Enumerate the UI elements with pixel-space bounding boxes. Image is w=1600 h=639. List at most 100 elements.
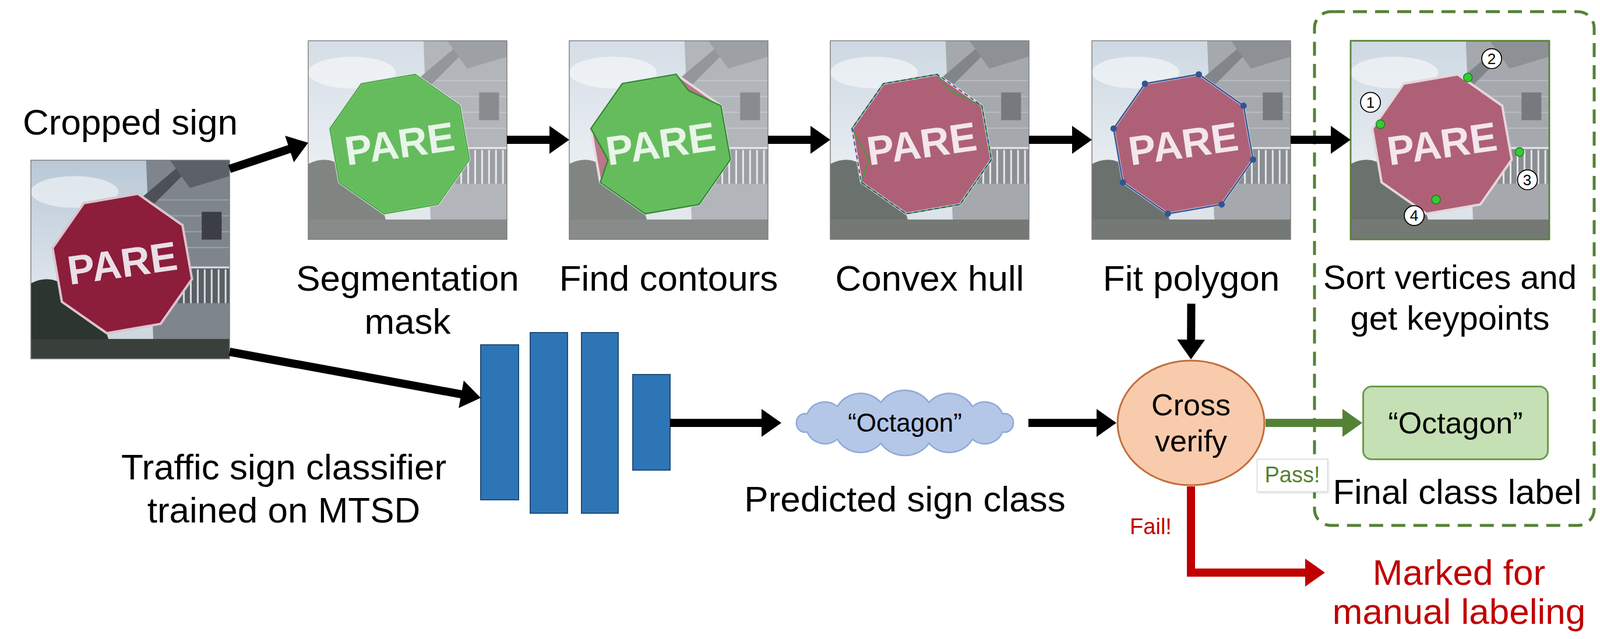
drawing-part [830, 40, 1029, 240]
arrow-shaft [1028, 135, 1075, 144]
text-holder: “Octagon” [1364, 387, 1547, 459]
drawing-part [30, 160, 230, 359]
drawing-part [1350, 40, 1550, 240]
drawing-part [1091, 40, 1291, 240]
drawing-part [1110, 71, 1257, 217]
drawing-part [1481, 48, 1502, 69]
drawing-part [1350, 40, 1550, 240]
arrow-head [1072, 125, 1092, 154]
fit-polygon-photo [1091, 40, 1291, 240]
connector-arrow [1265, 409, 1363, 437]
drawing-part [308, 40, 507, 240]
arrow-head [1342, 409, 1363, 437]
drawing-part [1514, 147, 1524, 157]
verify-ellipse [1117, 360, 1265, 486]
arrow-shaft [506, 135, 552, 144]
arrow-shaft [229, 351, 464, 396]
sign-text: PARE [1384, 115, 1500, 172]
callout-number: 2 [1487, 51, 1496, 67]
arrow-head [761, 409, 782, 437]
cloud-shape [796, 390, 1014, 456]
convex-hull-image: Convex hull [830, 40, 1029, 304]
drawing-part [1360, 92, 1381, 113]
drawing-part [1463, 73, 1473, 83]
caption-text: Final class label [1317, 471, 1598, 514]
drawing-part [632, 374, 671, 471]
node-label: “Octagon” [1387, 404, 1523, 442]
drawing-part [1376, 73, 1525, 205]
output-group-frame [1314, 11, 1595, 526]
caption-text: Cropped sign [2, 100, 259, 144]
circle-outline [1116, 359, 1266, 487]
drawing-part [830, 40, 1029, 240]
caption-text: Predicted sign class [730, 477, 1080, 521]
connector-arrow [1028, 409, 1117, 437]
contours-image: Find contours [569, 40, 768, 304]
drawing-part [851, 74, 992, 214]
classifier-layers [480, 332, 671, 514]
callout-number: 4 [1410, 208, 1419, 224]
sign-text: PARE [342, 115, 457, 172]
connector-arrow [767, 125, 831, 154]
drawing-part [1218, 201, 1225, 209]
connector-arrow [506, 125, 570, 154]
drawing-part [1110, 125, 1117, 132]
note-text: Marked for manual labeling [1324, 553, 1594, 632]
drawing-part [1404, 205, 1425, 226]
arrow-shaft [670, 418, 764, 428]
contours-photo [569, 40, 768, 240]
node-label: Cross verify [1126, 386, 1256, 460]
sign-text: PARE [64, 235, 180, 292]
caption-text: Sort vertices and get keypoints [1319, 256, 1582, 338]
drawing-part [308, 40, 507, 240]
connector-arrow [229, 135, 309, 169]
keypoints-image: Sort vertices and get keypoints [1350, 40, 1550, 342]
callout-number: 1 [1366, 94, 1375, 111]
keypoints-photo [1350, 40, 1550, 240]
segmentation-photo [308, 40, 507, 240]
callout-number: 3 [1523, 172, 1532, 188]
fail-label: Fail! [1127, 513, 1175, 541]
drawing-part [30, 160, 230, 359]
cross-verify-circle: Cross verify [1116, 359, 1266, 487]
arrow-shaft [1290, 135, 1334, 144]
arrow-head [1330, 125, 1351, 154]
arrow-shaft [1186, 303, 1196, 343]
node-label: “Octagon” [847, 407, 962, 439]
connector-arrow [229, 351, 481, 408]
arrow-head [1305, 558, 1325, 587]
drawing-part [1091, 40, 1291, 240]
drawing-part [581, 332, 619, 514]
drawing-part [1119, 179, 1127, 186]
arrow-head [1096, 409, 1117, 437]
drawing-part [1240, 102, 1247, 109]
arrow-head [549, 125, 570, 154]
drawing-part [851, 74, 992, 214]
pass-label: Pass! [1256, 458, 1328, 493]
predicted-class-cloud: “Octagon”Predicted sign class [781, 390, 1029, 456]
connector-arrow [1190, 486, 1325, 587]
arrow-head [810, 125, 831, 154]
drawing-part [1376, 120, 1385, 129]
fit-polygon-image: Fit polygon [1091, 40, 1291, 304]
classifier-network: Traffic sign classifier trained on MTSD [480, 332, 671, 514]
drawing-part [1113, 74, 1253, 214]
drawing-part [329, 74, 470, 214]
connector-arrow [1028, 125, 1092, 154]
caption-text: Find contours [540, 256, 798, 301]
connector-arrow [670, 409, 782, 437]
manual-labeling-note: Marked for manual labeling [1324, 553, 1594, 634]
drawing-part [1195, 71, 1203, 78]
drawing-part [1091, 40, 1291, 240]
drawing-part [1431, 195, 1441, 204]
text-holder: Cross verify [1116, 359, 1266, 487]
connector-arrow [1290, 125, 1351, 154]
arrow-shaft [229, 147, 292, 169]
arrow-shaft [767, 135, 813, 144]
cropped-sign-photo [30, 160, 230, 359]
drawing-part [569, 40, 768, 240]
caption-text: Fit polygon [1063, 256, 1320, 301]
connector-arrow [1176, 303, 1205, 360]
drawing-part [830, 40, 1029, 240]
